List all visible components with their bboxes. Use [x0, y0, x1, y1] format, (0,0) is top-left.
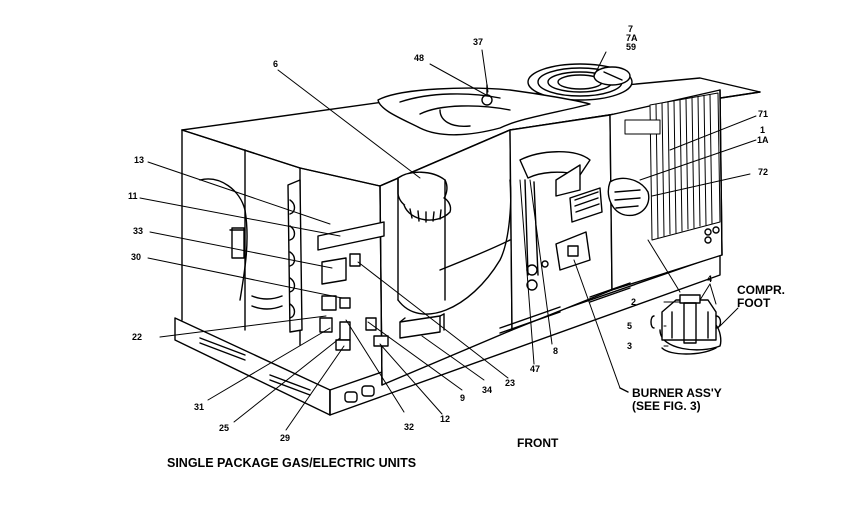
callout-31: 31: [194, 402, 205, 412]
compr-foot-label: COMPR. FOOT: [737, 284, 785, 309]
compressor-foot-detail: [650, 294, 722, 355]
callout-6-top: 6: [273, 59, 279, 69]
callout-22: 22: [132, 332, 143, 342]
callout-13: 13: [134, 155, 145, 165]
compr-foot-label-line1: COMPR.: [737, 283, 785, 297]
top-access-panel: [377, 84, 591, 136]
blower-assembly: [397, 171, 512, 315]
callout-48: 48: [414, 53, 425, 63]
control-components: [317, 221, 445, 351]
heat-exchanger-panel: [199, 178, 303, 333]
callout-7: 7: [628, 24, 634, 34]
burner-assy-label-line1: BURNER ASS'Y: [632, 386, 722, 400]
callout-30: 30: [131, 252, 142, 262]
callout-11: 11: [128, 191, 138, 201]
callout-4: 4: [707, 274, 713, 284]
callout-34: 34: [482, 385, 493, 395]
callout-71: 71: [758, 109, 769, 119]
condenser-fan: [527, 63, 633, 101]
callout-9: 9: [460, 393, 466, 403]
callout-3: 3: [627, 341, 633, 351]
callout-2: 2: [631, 297, 637, 307]
callout-47: 47: [530, 364, 541, 374]
callout-37: 37: [473, 37, 484, 47]
callout-1a: 1A: [757, 135, 769, 145]
burner-assy-label-line2: (SEE FIG. 3): [632, 398, 701, 413]
callout-7a: 7A: [626, 33, 638, 43]
callout-72: 72: [758, 167, 769, 177]
evaporator-section: [519, 151, 650, 291]
compr-foot-label-line2: FOOT: [737, 295, 771, 310]
callout-1: 1: [760, 125, 766, 135]
burner-assy-label: BURNER ASS'Y (SEE FIG. 3): [632, 387, 722, 412]
callout-12: 12: [440, 414, 451, 424]
callout-5: 5: [627, 321, 633, 331]
callout-59: 59: [626, 42, 637, 52]
callout-33: 33: [133, 226, 144, 236]
callout-25: 25: [219, 423, 230, 433]
figure-title: SINGLE PACKAGE GAS/ELECTRIC UNITS: [167, 456, 417, 470]
front-label: FRONT: [517, 436, 559, 450]
callout-8: 8: [553, 346, 559, 356]
burner-pointer: [619, 387, 629, 393]
leader-lines: [139, 49, 757, 431]
callout-29: 29: [280, 433, 291, 443]
callout-32: 32: [404, 422, 415, 432]
callout-23: 23: [505, 378, 516, 388]
